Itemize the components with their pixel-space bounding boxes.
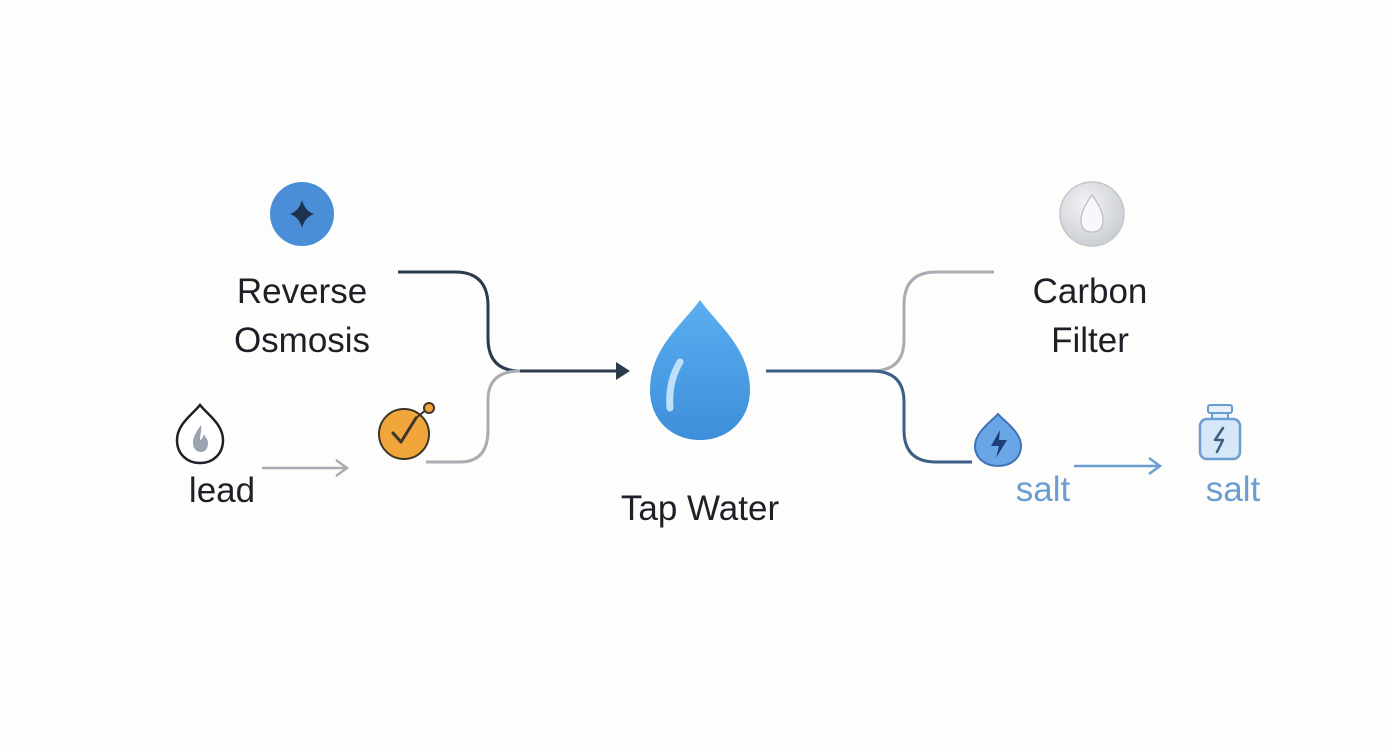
salt-label-left: salt [1015, 470, 1071, 509]
check-circle-icon [378, 402, 435, 460]
water-drop-icon [650, 300, 750, 440]
carbon-filter-label-line2: Filter [1051, 321, 1129, 360]
connector-tap-water-to-salt [766, 369, 972, 464]
carbon-filter-label-line1: Carbon [1032, 272, 1148, 311]
bolt-drop-icon [973, 412, 1023, 468]
flame-drop-icon [175, 402, 225, 465]
reverse-osmosis-label-line1: Reverse [236, 272, 368, 311]
sparkle-icon [270, 182, 334, 246]
salt-label-right: salt [1205, 470, 1261, 509]
connector-reverse-osmosis-to-tap-water [398, 270, 618, 373]
connector-arrowhead-tap-water [616, 362, 630, 380]
tap-water-label: Tap Water [620, 489, 780, 528]
lead-label: lead [188, 471, 256, 510]
droplet-icon [1059, 181, 1125, 247]
connector-salt-arrow [1074, 456, 1163, 476]
connector-lead-arrow [262, 458, 350, 478]
connector-check-to-tap-water [426, 369, 521, 464]
salt-jar-icon [1198, 404, 1242, 461]
reverse-osmosis-label-line2: Osmosis [233, 321, 371, 360]
connector-tap-water-to-carbon-filter [766, 270, 994, 373]
